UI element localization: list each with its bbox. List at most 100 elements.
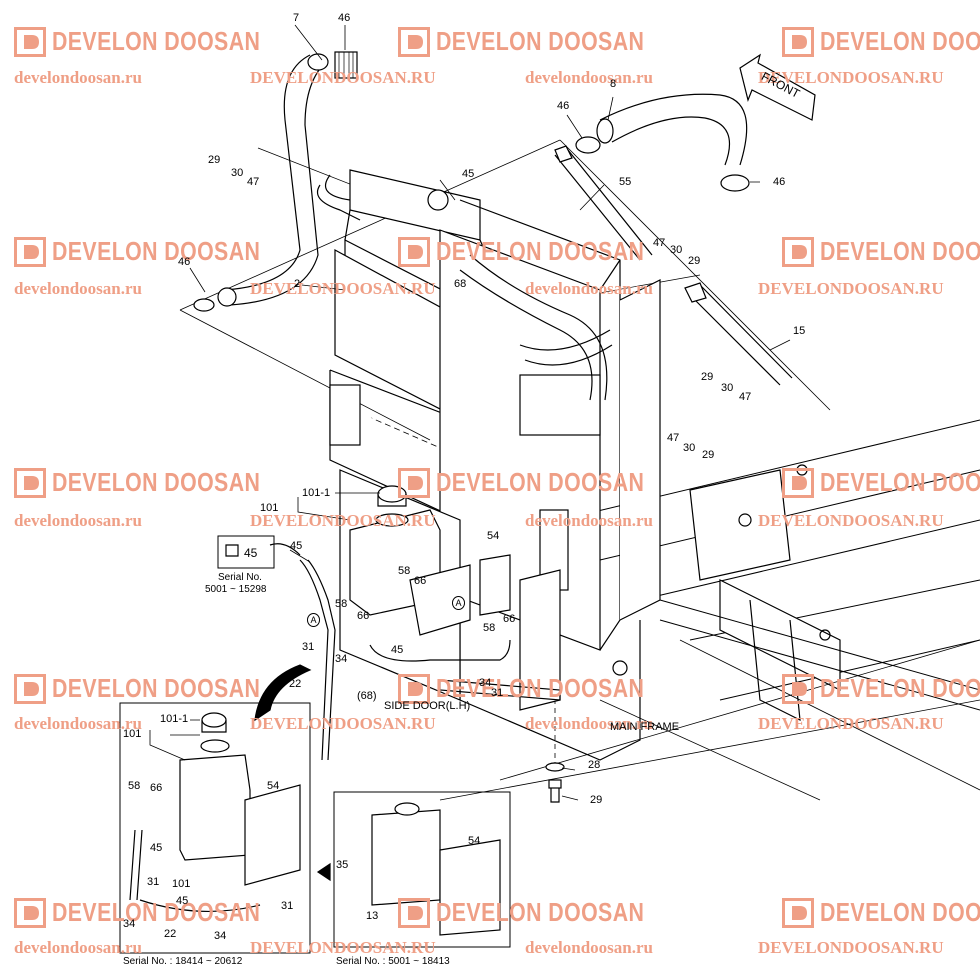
callout-a: A [452, 596, 465, 610]
callout-66: 66 [414, 575, 427, 587]
watermark-logo: DEVELON DOOSAN [782, 897, 980, 928]
callout-30: 30 [721, 382, 734, 394]
watermark-url: DEVELONDOOSAN.RU [250, 511, 436, 530]
watermark-url: develondoosan.ru [525, 511, 653, 530]
watermark-logo: DEVELON DOOSAN [398, 897, 690, 928]
callout-30: 30 [670, 244, 683, 256]
watermark-url: develondoosan.ru [14, 511, 142, 530]
watermark-logo: DEVELON DOOSAN [14, 673, 306, 704]
callout-15: 15 [793, 325, 806, 337]
callout-46: 46 [338, 12, 351, 24]
callout-54: 54 [267, 780, 280, 792]
callout-29: 29 [590, 794, 603, 806]
reservoir-tank-main [299, 485, 511, 761]
callout-58: 58 [128, 780, 141, 792]
callout-46: 46 [773, 176, 786, 188]
callout-47: 47 [247, 176, 260, 188]
callout-34: 34 [335, 653, 348, 665]
serial-detail-2: Serial No. : 5001 ~ 18413 [336, 956, 450, 967]
callout-34: 34 [479, 677, 492, 689]
watermark-logo: DEVELON DOOSAN [398, 467, 690, 498]
callout-30: 30 [231, 167, 244, 179]
serial-detail-1: Serial No. : 18414 ~ 20612 [123, 956, 243, 967]
develon-logo-icon [14, 26, 46, 57]
watermark-logo: DEVELON DOOSAN [398, 26, 690, 57]
watermark-url: develondoosan.ru [14, 938, 142, 957]
callout-101: 101 [123, 728, 142, 740]
callout-28: 28 [588, 759, 601, 771]
develon-logo-icon [782, 467, 814, 498]
develon-logo-icon [398, 26, 430, 57]
callout-54: 54 [468, 835, 481, 847]
main-frame-label: MAIN FRAME [610, 721, 680, 733]
serial-label: Serial No. [218, 572, 262, 583]
callout-55: 55 [619, 176, 632, 188]
upper-hose-8 [575, 93, 750, 192]
detail-box-serial-18414 [119, 702, 311, 954]
main-frame [439, 419, 980, 801]
callout-22: 22 [289, 678, 302, 690]
callout-45: 45 [150, 842, 163, 854]
watermark-logo: DEVELON DOOSAN [14, 897, 306, 928]
develon-logo-icon [782, 26, 814, 57]
watermark-url: DEVELONDOOSAN.RU [758, 714, 944, 733]
callout-47: 47 [739, 391, 752, 403]
watermark-logo: DEVELON DOOSAN [398, 673, 690, 704]
callout-22: 22 [164, 928, 177, 940]
callout-29: 29 [688, 255, 701, 267]
callout-45: 45 [391, 644, 404, 656]
callout-45: 45 [176, 895, 189, 907]
develon-logo-icon [14, 897, 46, 928]
callout-101-1: 101-1 [160, 713, 189, 725]
watermark-logo: DEVELON DOOSAN [782, 673, 980, 704]
watermark-url: DEVELONDOOSAN.RU [758, 279, 944, 298]
callout-13: 13 [366, 910, 379, 922]
callout-101-1: 101-1 [302, 487, 331, 499]
develon-logo-icon [398, 897, 430, 928]
callout-101: 101 [172, 878, 191, 890]
callout-34: 34 [214, 930, 227, 942]
callout-58: 58 [483, 622, 496, 634]
detail-arrow [254, 664, 312, 722]
watermark-url: DEVELONDOOSAN.RU [250, 68, 436, 87]
callout-58: 58 [335, 598, 348, 610]
callout-31: 31 [491, 687, 504, 699]
callout-30: 30 [683, 442, 696, 454]
develon-logo-icon [398, 236, 430, 267]
watermark-url: develondoosan.ru [525, 68, 653, 87]
side-door-label: SIDE DOOR(L.H) [384, 700, 471, 712]
callout-2: 2 [294, 278, 301, 290]
callout-101: 101 [260, 502, 279, 514]
side-door-panel [439, 569, 561, 711]
callout-35: 35 [336, 859, 349, 871]
watermark-logo: DEVELON DOOSAN [14, 467, 306, 498]
callout-45: 45 [462, 168, 475, 180]
watermark-url: develondoosan.ru [525, 938, 653, 957]
callout-45: 45 [244, 546, 258, 560]
callout-29: 29 [208, 154, 221, 166]
watermark-url: develondoosan.ru [525, 714, 653, 733]
watermark-url: DEVELONDOOSAN.RU [250, 938, 436, 957]
develon-logo-icon [14, 236, 46, 267]
watermark-logo: DEVELON DOOSAN [782, 26, 980, 57]
watermark-url: develondoosan.ru [14, 714, 142, 733]
callout-34: 34 [123, 918, 136, 930]
callout-31: 31 [302, 641, 315, 653]
callout-47: 47 [667, 432, 680, 444]
callout-68-ref: (68) [357, 690, 377, 702]
stays [554, 145, 793, 386]
develon-logo-icon [782, 673, 814, 704]
develon-logo-icon [14, 467, 46, 498]
callout-8: 8 [610, 78, 617, 90]
watermark-logo: DEVELON DOOSAN [14, 236, 306, 267]
develon-logo-icon [782, 236, 814, 267]
callout-58: 58 [398, 565, 411, 577]
develon-logo-icon [398, 467, 430, 498]
lower-hose-7 [193, 51, 358, 312]
callout-29: 29 [701, 371, 714, 383]
callout-47: 47 [653, 237, 666, 249]
callout-46: 46 [178, 256, 191, 268]
leader-lines [149, 24, 791, 801]
watermark-logo: DEVELON DOOSAN [398, 236, 690, 267]
